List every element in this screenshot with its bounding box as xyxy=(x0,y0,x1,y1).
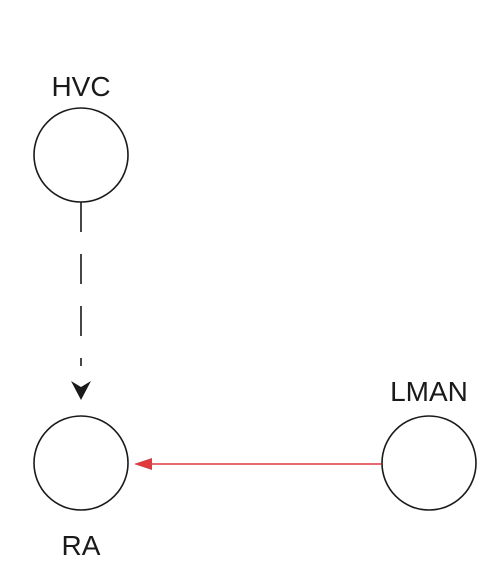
node-lman: LMAN xyxy=(381,376,477,511)
node-ra-label: RA xyxy=(62,530,101,561)
node-ra: RA xyxy=(33,415,129,561)
edge-hvc-to-ra xyxy=(71,202,91,400)
node-hvc-label: HVC xyxy=(51,71,110,102)
edge-lman-to-ra xyxy=(134,458,381,470)
node-ra-circle xyxy=(33,415,129,511)
edge-hvc-to-ra-arrowhead xyxy=(71,381,91,400)
node-hvc-circle xyxy=(33,107,129,203)
node-lman-circle xyxy=(381,415,477,511)
edge-lman-to-ra-arrowhead xyxy=(134,458,152,470)
node-hvc: HVC xyxy=(33,71,129,203)
node-lman-label: LMAN xyxy=(390,376,468,407)
